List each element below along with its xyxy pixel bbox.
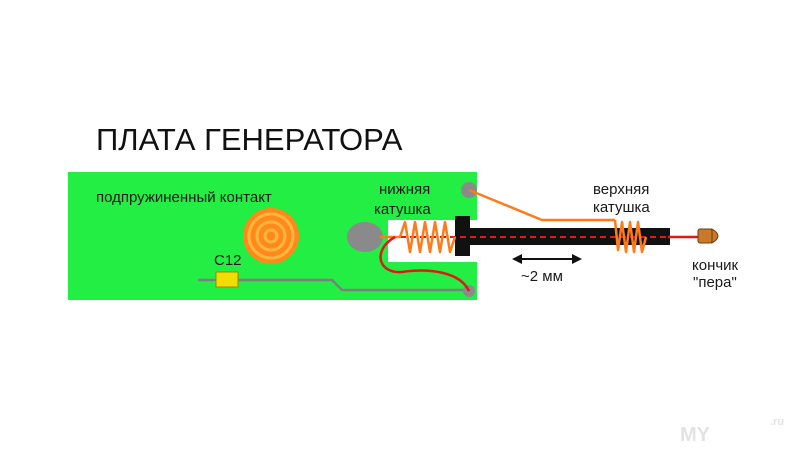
lower-coil	[380, 220, 457, 254]
lower-coil-pad	[347, 222, 383, 252]
upper-coil	[613, 219, 648, 254]
capacitor-label: C12	[214, 252, 242, 269]
diagram-title: ПЛАТА ГЕНЕРАТОРА	[96, 122, 403, 157]
tip-label-line2: "пера"	[693, 274, 737, 291]
red-wire-loop	[379, 235, 471, 292]
lower-coil-label-line1: нижняя	[379, 181, 430, 198]
spring-contact-label: подпружиненный контакт	[96, 189, 272, 206]
upper-coil-label-line1: верхняя	[593, 181, 649, 198]
watermark-logo: MY	[680, 424, 711, 446]
gap-label: ~2 мм	[521, 268, 563, 285]
spring-contact	[243, 208, 299, 264]
pcb-trace	[198, 278, 472, 292]
tip-label-line1: кончик	[692, 257, 739, 274]
upper-coil-label-line2: катушка	[593, 199, 650, 216]
watermark-suffix: .ru	[770, 416, 784, 428]
capacitor-c12	[215, 271, 239, 288]
upper-coil-wire	[468, 188, 615, 222]
gap-arrow	[512, 254, 582, 264]
pen-tip	[697, 228, 719, 244]
lower-coil-label-line2: катушка	[374, 201, 431, 218]
